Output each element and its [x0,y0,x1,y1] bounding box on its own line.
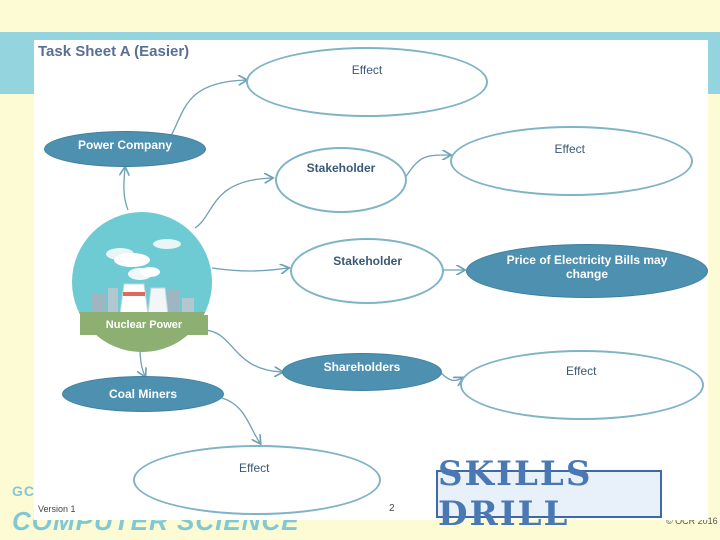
power-company-label: Power Company [77,137,173,152]
effect-node-right-top: Effect [450,126,693,196]
power-company-node: Power Company [44,131,206,167]
price-electricity-node: Price of Electricity Bills may change [466,244,708,298]
shareholders-node: Shareholders [282,353,442,391]
nuclear-power-label: Nuclear Power [80,315,208,335]
effect-node-bottom-label: Effect [239,461,270,475]
skills-drill-logo: SKILLS DRILL [436,454,662,534]
effect-node-top-label: Effect [351,63,383,77]
stakeholder-node-2-label: Stakeholder [333,254,402,268]
shareholders-label: Shareholders [323,359,401,374]
page-title: Task Sheet A (Easier) [38,43,190,60]
stakeholder-node-1: Stakeholder [275,147,407,213]
effect-node-right-top-label: Effect [554,142,585,156]
footer-version: Version 1 [38,504,76,514]
footer-copyright: © OCR 2016 [666,516,718,526]
stakeholder-node-1-label: Stakeholder [306,161,376,175]
coal-miners-node: Coal Miners [62,376,224,412]
effect-node-right-mid-label: Effect [566,364,597,378]
effect-node-bottom: Effect [133,445,381,515]
price-electricity-label: Price of Electricity Bills may change [506,253,668,282]
page-number: 2 [389,503,395,514]
stakeholder-node-2: Stakeholder [290,238,444,304]
effect-node-right-mid: Effect [460,350,704,420]
coal-miners-label: Coal Miners [108,386,177,401]
effect-node-top: Effect [246,47,488,117]
